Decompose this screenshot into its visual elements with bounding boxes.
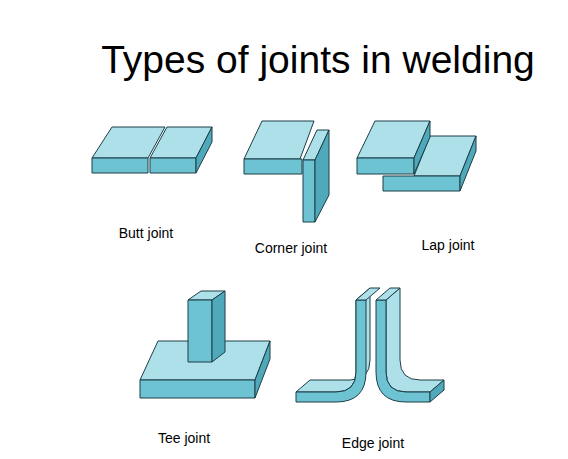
- joint-label: Corner joint: [255, 240, 327, 256]
- lap-joint-figure: [357, 121, 476, 191]
- diagram-title: Types of joints in welding: [101, 38, 535, 82]
- butt-joint-figure: [92, 127, 212, 173]
- edge-joint-figure: [296, 288, 444, 402]
- joint-label: Edge joint: [342, 435, 404, 451]
- joint-label: Butt joint: [119, 225, 173, 241]
- tee-joint-figure: [140, 291, 270, 398]
- corner-joint-figure: [244, 121, 329, 222]
- joint-label: Lap joint: [422, 237, 475, 253]
- joint-label: Tee joint: [158, 430, 210, 446]
